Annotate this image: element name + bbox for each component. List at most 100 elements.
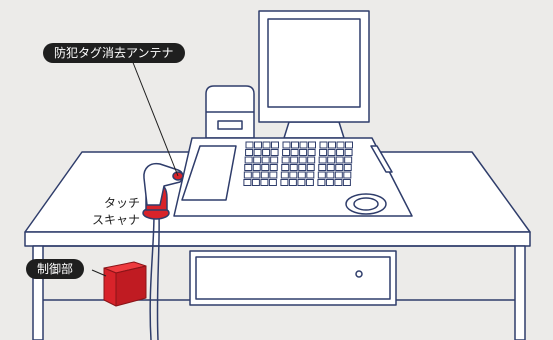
keyboard-key <box>325 179 334 186</box>
keyboard-key <box>270 156 279 164</box>
receipt-printer <box>205 85 255 139</box>
keyboard-key <box>260 179 269 186</box>
terminal-dial-inner <box>353 197 379 211</box>
keyboard-key <box>253 156 262 164</box>
keyboard-key <box>336 149 345 156</box>
keyboard-key <box>270 149 279 156</box>
keyboard-key <box>334 171 343 179</box>
control-unit-front <box>103 267 117 307</box>
keyboard-key <box>345 141 353 149</box>
keyboard-key <box>252 164 261 171</box>
keyboard-key <box>243 179 252 186</box>
card-slot <box>370 145 393 173</box>
controller-leader-line <box>91 269 107 277</box>
keyboard-key <box>298 156 307 164</box>
keyboard-key <box>282 141 291 149</box>
keyboard-key <box>305 179 314 186</box>
keyboard-key <box>308 141 316 149</box>
keyboard-key <box>319 149 328 156</box>
antenna-label: 防犯タグ消去アンテナ <box>43 43 185 63</box>
keyboard-key <box>291 141 299 149</box>
keyboard-key <box>307 156 316 164</box>
keyboard-key <box>261 164 270 171</box>
keyboard-key <box>326 164 335 171</box>
keyboard-key <box>327 149 336 156</box>
keyboard-key <box>336 141 345 149</box>
keyboard-key <box>343 171 352 179</box>
keyboard-key <box>317 179 326 186</box>
keyboard-key <box>252 171 261 179</box>
keyboard-key <box>269 164 278 171</box>
keyboard-key <box>251 179 260 186</box>
keyboard-key <box>290 149 299 156</box>
terminal-tray <box>181 145 237 201</box>
keyboard-key <box>334 179 343 186</box>
keyboard-key <box>335 156 344 164</box>
keyboard-key <box>281 164 290 171</box>
scanner-cable <box>149 213 155 340</box>
keyboard-key <box>282 149 291 156</box>
keyboard-key <box>244 164 253 171</box>
printer-slot <box>217 120 243 130</box>
keyboard-key <box>262 141 271 149</box>
scanner-label-line2: スキャナ <box>91 213 140 227</box>
control-unit-icon <box>103 261 147 307</box>
keyboard-key <box>253 149 262 156</box>
keyboard-key <box>342 179 351 186</box>
keyboard-key <box>244 156 253 164</box>
keyboard-key <box>343 164 352 171</box>
keyboard-key <box>327 156 336 164</box>
pos-terminal <box>173 137 413 217</box>
cash-drawer-inner <box>195 256 391 300</box>
keyboard-key <box>245 149 254 156</box>
monitor-stand <box>283 121 345 139</box>
keyboard-key <box>262 149 271 156</box>
antenna-leader-line <box>129 54 179 177</box>
keyboard-key <box>280 179 289 186</box>
keyboard-key <box>260 171 269 179</box>
keyboard-key <box>290 156 299 164</box>
keyboard-key <box>289 171 298 179</box>
scanner-cable-outer <box>156 213 160 340</box>
keyboard-key <box>335 164 344 171</box>
keyboard-key <box>288 179 297 186</box>
keyboard-key <box>245 141 254 149</box>
keyboard-key <box>317 171 326 179</box>
keyboard-key <box>307 149 316 156</box>
keyboard-key <box>306 164 315 171</box>
keyboard-key <box>243 171 252 179</box>
keyboard-key <box>326 171 335 179</box>
keyboard-key <box>268 179 277 186</box>
keyboard-key <box>298 164 307 171</box>
keyboard-key <box>281 156 290 164</box>
counter-left-leg <box>32 245 44 340</box>
keyboard-key <box>269 171 278 179</box>
keyboard-key <box>297 171 306 179</box>
drawer-lock <box>355 270 363 278</box>
scanner-label-line1: タッチ <box>103 196 140 210</box>
counter-front-edge <box>24 231 531 247</box>
keyboard-key <box>318 156 327 164</box>
controller-label: 制御部 <box>26 259 85 279</box>
keyboard-key <box>328 141 336 149</box>
keyboard-key <box>319 141 328 149</box>
keyboard-key <box>280 171 289 179</box>
keyboard-key <box>271 141 279 149</box>
keyboard-keys <box>243 141 353 186</box>
keyboard-key <box>299 141 308 149</box>
keyboard-key <box>318 164 327 171</box>
counter-right-leg <box>514 245 526 340</box>
keyboard-key <box>344 156 353 164</box>
monitor-screen <box>267 18 361 108</box>
keyboard-key <box>254 141 262 149</box>
pos-monitor <box>258 10 370 139</box>
keyboard-key <box>344 149 353 156</box>
keyboard-key <box>306 171 315 179</box>
keyboard-key <box>299 149 308 156</box>
keyboard-key <box>261 156 270 164</box>
keyboard-key <box>297 179 306 186</box>
cash-drawer <box>189 250 397 306</box>
keyboard-key <box>289 164 298 171</box>
